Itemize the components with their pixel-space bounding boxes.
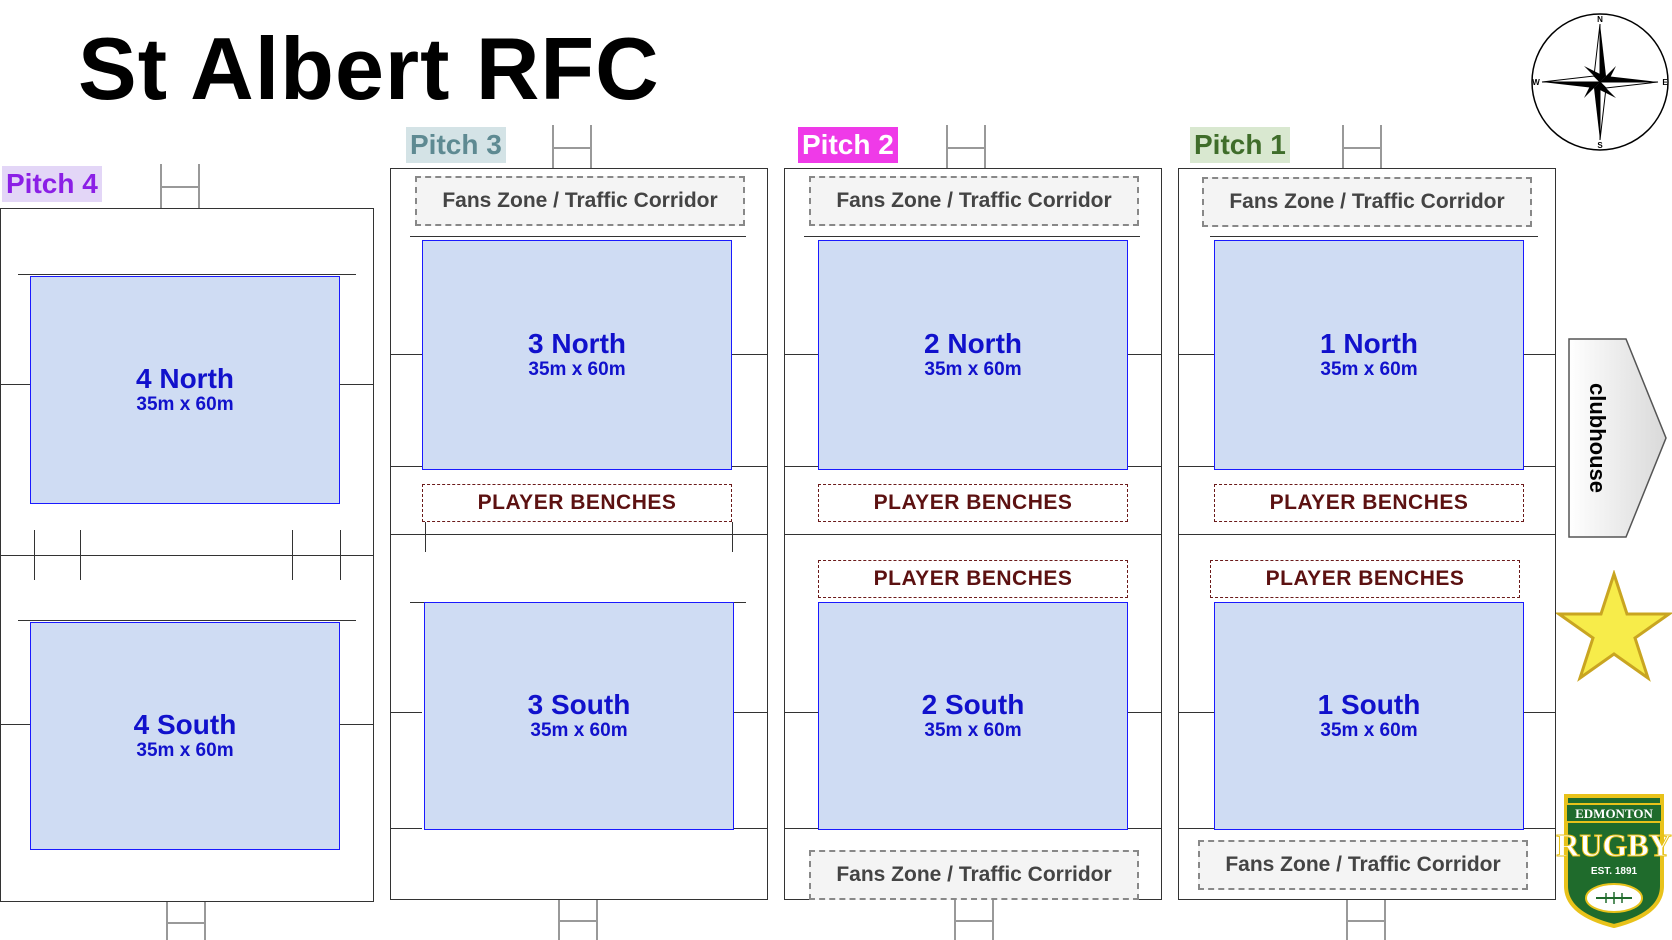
edmonton-rugby-logo: EDMONTON RUGBY EST. 1891 bbox=[1556, 794, 1672, 929]
field-3-south-name: 3 South bbox=[527, 689, 631, 720]
pitch-2-divider bbox=[784, 534, 1162, 535]
field-4-north: 4 North 35m x 60m bbox=[30, 276, 340, 504]
goalpost-icon bbox=[1342, 125, 1382, 169]
goalpost-icon bbox=[1346, 900, 1386, 940]
goalpost-icon bbox=[552, 125, 592, 169]
field-2-north-name: 2 North bbox=[924, 328, 1022, 359]
pitch-2-label: Pitch 2 bbox=[798, 127, 898, 163]
goalpost-icon bbox=[946, 125, 986, 169]
field-2-south: 2 South 35m x 60m bbox=[818, 602, 1128, 830]
logo-est-text: EST. 1891 bbox=[1591, 866, 1638, 877]
field-2-north-size: 35m x 60m bbox=[924, 359, 1022, 380]
pitch-2-fans-zone-top: Fans Zone / Traffic Corridor bbox=[809, 176, 1139, 226]
pitch-3-label: Pitch 3 bbox=[406, 127, 506, 163]
star-icon bbox=[1556, 570, 1672, 682]
clubhouse-label: clubhouse bbox=[1585, 382, 1611, 494]
pitch-1-fans-zone-top: Fans Zone / Traffic Corridor bbox=[1202, 177, 1532, 227]
compass-east-label: E bbox=[1662, 78, 1668, 87]
field-1-south: 1 South 35m x 60m bbox=[1214, 602, 1524, 830]
field-4-south-name: 4 South bbox=[133, 709, 237, 740]
pitch-2-player-benches-north: PLAYER BENCHES bbox=[818, 484, 1128, 522]
pitch-2-player-benches-south: PLAYER BENCHES bbox=[818, 560, 1128, 598]
field-4-south-size: 35m x 60m bbox=[136, 740, 234, 761]
field-4-north-name: 4 North bbox=[136, 363, 234, 394]
field-1-north: 1 North 35m x 60m bbox=[1214, 240, 1524, 470]
pitch-1-label: Pitch 1 bbox=[1190, 127, 1290, 163]
pitch-4-label: Pitch 4 bbox=[2, 166, 102, 202]
field-3-south-size: 35m x 60m bbox=[530, 720, 628, 741]
field-1-south-size: 35m x 60m bbox=[1320, 720, 1418, 741]
goalpost-icon bbox=[954, 900, 994, 940]
compass-icon: N S W E bbox=[1531, 13, 1669, 151]
logo-top-text: EDMONTON bbox=[1575, 806, 1653, 821]
logo-main-text: RUGBY bbox=[1556, 827, 1672, 863]
pitch-1-player-benches-south: PLAYER BENCHES bbox=[1210, 560, 1520, 598]
page-title: St Albert RFC bbox=[78, 19, 660, 118]
pitch-1-player-benches-north: PLAYER BENCHES bbox=[1214, 484, 1524, 522]
field-4-north-size: 35m x 60m bbox=[136, 394, 234, 415]
field-3-north-size: 35m x 60m bbox=[528, 359, 626, 380]
field-2-north: 2 North 35m x 60m bbox=[818, 240, 1128, 470]
compass-south-label: S bbox=[1597, 141, 1603, 150]
field-3-north: 3 North 35m x 60m bbox=[422, 240, 732, 470]
clubhouse-label-wrap: clubhouse bbox=[1568, 338, 1626, 538]
goalpost-icon bbox=[160, 164, 200, 210]
field-1-south-name: 1 South bbox=[1317, 689, 1421, 720]
pitch-1-divider bbox=[1178, 534, 1556, 535]
pitch-2-fans-zone-bottom: Fans Zone / Traffic Corridor bbox=[809, 850, 1139, 900]
clubhouse-arrow-icon bbox=[1568, 338, 1667, 538]
field-1-north-name: 1 North bbox=[1320, 328, 1418, 359]
pitch-1-fans-zone-bottom: Fans Zone / Traffic Corridor bbox=[1198, 840, 1528, 890]
field-4-south: 4 South 35m x 60m bbox=[30, 622, 340, 850]
compass-north-label: N bbox=[1597, 15, 1603, 24]
pitch-3-divider bbox=[390, 534, 768, 535]
field-2-south-name: 2 South bbox=[921, 689, 1025, 720]
pitch-4-divider bbox=[0, 555, 374, 556]
field-2-south-size: 35m x 60m bbox=[924, 720, 1022, 741]
field-1-north-size: 35m x 60m bbox=[1320, 359, 1418, 380]
field-3-south: 3 South 35m x 60m bbox=[424, 602, 734, 830]
goalpost-icon bbox=[166, 902, 206, 940]
pitch-3-fans-zone: Fans Zone / Traffic Corridor bbox=[415, 176, 745, 226]
pitch-3-player-benches: PLAYER BENCHES bbox=[422, 484, 732, 522]
compass-west-label: W bbox=[1532, 78, 1540, 87]
goalpost-icon bbox=[558, 900, 598, 940]
field-3-north-name: 3 North bbox=[528, 328, 626, 359]
